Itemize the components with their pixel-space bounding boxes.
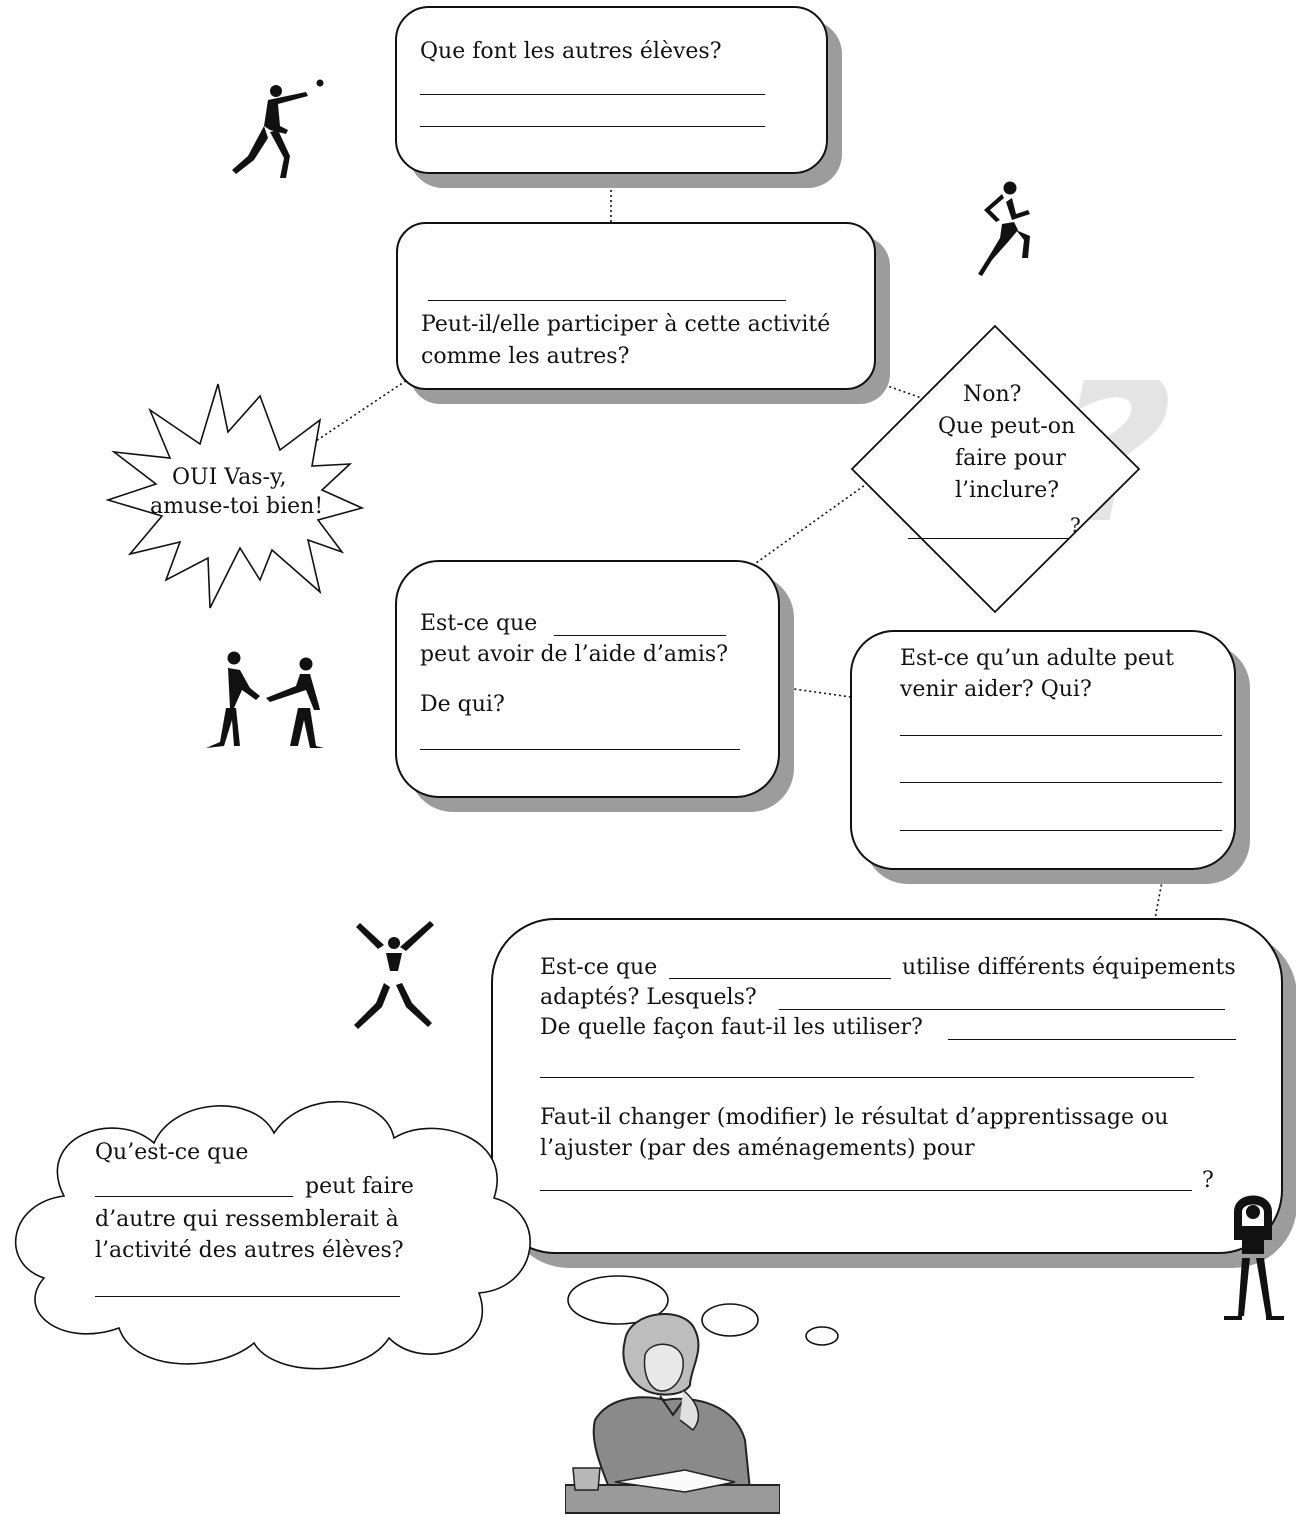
thinking-woman-icon [565, 1313, 780, 1514]
equip-how-line-2[interactable] [540, 1077, 1194, 1078]
friends-line-3: De qui? [420, 692, 505, 717]
cloud-answer-line[interactable] [95, 1296, 400, 1297]
equip-outcome-line[interactable] [540, 1190, 1192, 1191]
participate-line-2: comme les autres? [421, 344, 630, 369]
box-can-participate: Peut-il/elle participer à cette activité… [396, 222, 876, 390]
pitcher-figure-icon [232, 79, 324, 178]
equip-which-line[interactable] [779, 1009, 1225, 1010]
diamond-answer-line[interactable] [908, 538, 1068, 539]
jumping-figure-icon [354, 921, 434, 1029]
diamond-line-4: l’inclure? [955, 478, 1060, 503]
adult-answer-line-2[interactable] [900, 782, 1222, 783]
name-line[interactable] [428, 300, 786, 301]
box-other-students: Que font les autres élèves? [395, 6, 828, 174]
burst-have-fun-text: amuse-toi bien! [150, 494, 324, 519]
answer-line-1[interactable] [420, 94, 765, 95]
standing-figure-icon [1224, 1195, 1284, 1320]
cloud-line-3: d’autre qui ressemblerait à [95, 1207, 399, 1232]
question-other-students: Que font les autres élèves? [420, 39, 722, 64]
equip-line-1a: Est-ce que [540, 955, 658, 980]
equip-line-5: l’ajuster (par des aménagements) pour [540, 1136, 975, 1161]
diamond-no: Non? [963, 382, 1022, 407]
friends-answer-line[interactable] [420, 749, 740, 750]
participate-line-1: Peut-il/elle participer à cette activité [421, 312, 831, 337]
starburst-shape [105, 383, 365, 609]
arrow-box3-to-box4 [729, 679, 876, 707]
equip-line-1b: utilise différents équipements [902, 955, 1236, 980]
thought-bubbles [567, 1275, 839, 1346]
burst-yes-text: OUI Vas-y, [172, 465, 287, 490]
box-adult-help: Est-ce qu’un adulte peut venir aider? Qu… [850, 630, 1236, 870]
equip-name-line[interactable] [669, 978, 891, 979]
equip-line-4: Faut-il changer (modifier) le résultat d… [540, 1105, 1169, 1130]
adult-line-1: Est-ce qu’un adulte peut [900, 646, 1174, 671]
arrow-diamond-to-box3 [732, 479, 873, 580]
equip-line-2: adaptés? Lesquels? [540, 985, 757, 1010]
adult-answer-line-3[interactable] [900, 830, 1222, 831]
equip-how-line[interactable] [948, 1039, 1236, 1040]
equip-line-3: De quelle façon faut-il les utiliser? [540, 1015, 923, 1040]
cloud-line-4: l’activité des autres élèves? [95, 1238, 404, 1263]
cloud-line-2: peut faire [305, 1174, 414, 1199]
thought-cloud-shape [15, 1100, 531, 1370]
handshake-figures-icon [206, 651, 324, 748]
diamond-line-3: faire pour [955, 446, 1066, 471]
diamond-line-2: Que peut-on [938, 414, 1076, 439]
diamond-shape [850, 324, 1141, 614]
friends-line-1: Est-ce que [420, 611, 538, 636]
friends-name-line[interactable] [554, 635, 726, 636]
equip-qmark: ? [1202, 1168, 1214, 1193]
box-adapted-equipment: Est-ce que utilise différents équipement… [491, 918, 1283, 1254]
cloud-name-line[interactable] [95, 1196, 293, 1197]
adult-answer-line-1[interactable] [900, 735, 1222, 736]
diamond-qmark: ? [1070, 513, 1081, 537]
adult-line-2: venir aider? Qui? [900, 677, 1092, 702]
friends-line-2: peut avoir de l’aide d’amis? [420, 642, 728, 667]
box-help-from-friends: Est-ce que peut avoir de l’aide d’amis? … [395, 560, 780, 798]
runner-figure-icon [978, 181, 1030, 276]
cloud-line-1: Qu’est-ce que [95, 1140, 249, 1165]
answer-line-2[interactable] [420, 126, 765, 127]
